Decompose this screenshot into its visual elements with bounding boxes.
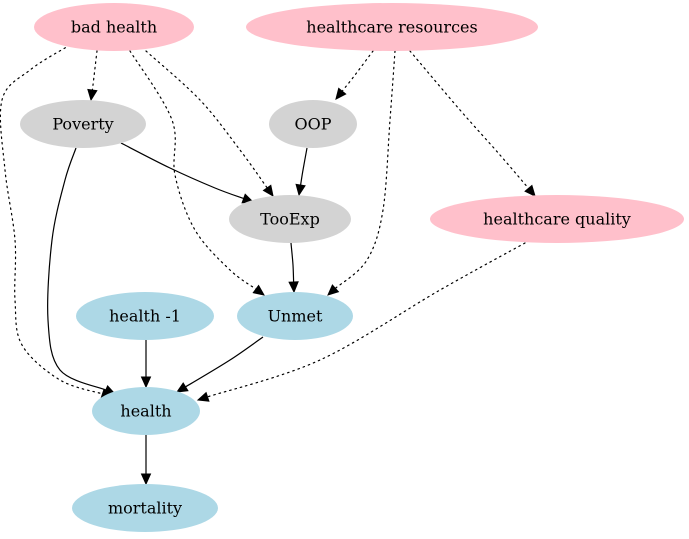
node-label: healthcare quality xyxy=(483,210,631,229)
arrowhead xyxy=(524,184,536,197)
node-oop: OOP xyxy=(269,100,357,148)
edge-line xyxy=(0,44,104,395)
node-label: OOP xyxy=(295,115,332,134)
arrowhead xyxy=(140,376,152,389)
arrowhead xyxy=(262,184,274,197)
node-healthcare-quality: healthcare quality xyxy=(430,195,684,243)
node-mortality: mortality xyxy=(72,484,218,532)
edge-line xyxy=(185,336,264,388)
edge-line xyxy=(334,50,396,289)
arrowhead xyxy=(295,183,306,197)
node-label: Unmet xyxy=(268,307,323,326)
edge-line xyxy=(91,50,98,91)
node-label: health xyxy=(120,402,171,421)
node-shape xyxy=(237,292,353,340)
node-label: bad health xyxy=(71,18,157,37)
arrowhead xyxy=(196,391,210,402)
edge-line xyxy=(47,147,107,391)
arrowhead xyxy=(87,88,98,102)
node-label: TooExp xyxy=(260,210,320,229)
node-unmet: Unmet xyxy=(237,292,353,340)
node-label: healthcare resources xyxy=(306,18,477,37)
node-shape xyxy=(34,3,194,51)
arrowhead xyxy=(140,473,152,486)
edge-bad_health-to-health xyxy=(0,44,114,399)
arrowhead xyxy=(288,281,299,294)
node-shape xyxy=(246,3,538,51)
edge-line xyxy=(299,147,308,186)
node-health-lag: health -1 xyxy=(76,292,214,340)
node-poverty: Poverty xyxy=(20,100,146,148)
edge-bad_health-to-poverty xyxy=(87,50,98,102)
edge-healthcare_resources-to-oop xyxy=(335,50,374,100)
edge-bad_health-to-unmet xyxy=(129,50,265,296)
node-label: health -1 xyxy=(109,307,181,326)
edge-healthcare_resources-to-unmet xyxy=(327,50,396,296)
edge-oop-to-tooexp xyxy=(295,147,308,197)
arrowhead xyxy=(175,382,189,393)
edge-line xyxy=(145,50,268,189)
edge-poverty-to-health xyxy=(47,147,117,395)
edge-poverty-to-tooexp xyxy=(120,142,255,204)
edge-healthcare_resources-to-healthcare_quality xyxy=(409,50,536,197)
node-shape xyxy=(72,484,218,532)
edge-line xyxy=(120,142,244,200)
edge-line xyxy=(129,50,257,290)
node-shape xyxy=(229,195,351,243)
node-label: Poverty xyxy=(52,115,113,134)
node-tooexp: TooExp xyxy=(229,195,351,243)
edge-line xyxy=(290,242,295,283)
edge-tooexp-to-unmet xyxy=(288,242,299,294)
node-shape xyxy=(430,195,684,243)
arrowhead xyxy=(327,284,340,296)
edge-healthcare_quality-to-health xyxy=(196,242,526,402)
edge-health-to-mortality xyxy=(140,435,152,486)
edge-line xyxy=(341,50,374,92)
arrowhead xyxy=(335,87,347,100)
node-health: health xyxy=(92,387,200,435)
arrowhead xyxy=(252,284,265,296)
node-label: mortality xyxy=(108,499,182,518)
node-shape xyxy=(269,100,357,148)
node-bad-health: bad health xyxy=(34,3,194,51)
edge-unmet-to-health xyxy=(175,336,264,393)
node-healthcare-resources: healthcare resources xyxy=(246,3,538,51)
edge-line xyxy=(206,242,526,398)
node-shape xyxy=(92,387,200,435)
edge-health_lag-to-health xyxy=(140,340,152,389)
edge-line xyxy=(409,50,530,189)
node-shape xyxy=(20,100,146,148)
edge-bad_health-to-tooexp xyxy=(145,50,274,197)
node-shape xyxy=(76,292,214,340)
